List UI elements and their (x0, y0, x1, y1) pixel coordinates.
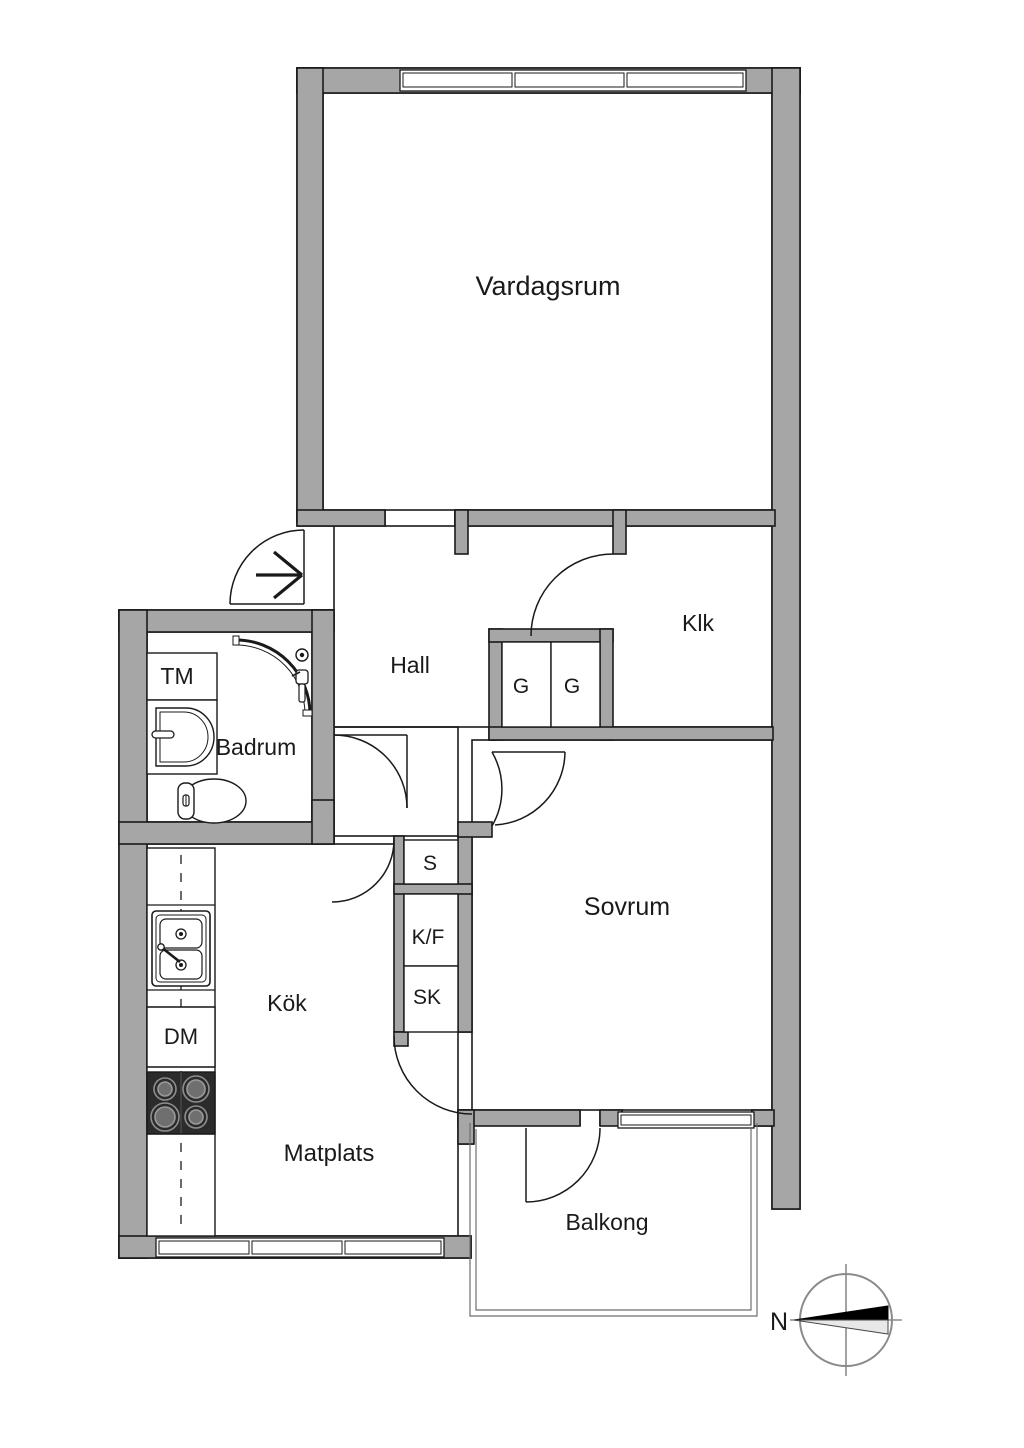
door-kitchen-bedroom (393, 1035, 473, 1115)
label-cleaning-cabinet: SK (413, 986, 441, 1009)
room-label-vardagsrum: Vardagsrum (475, 271, 620, 301)
door-entrance-arc (229, 529, 305, 605)
arrow-head-lower (272, 573, 304, 600)
label-washing-machine: TM (160, 663, 193, 689)
door-bedroom-arc (491, 751, 503, 827)
sink-drain-top-center (179, 932, 183, 936)
room-label-sovrum: Sovrum (584, 893, 670, 921)
stove-burners (150, 1075, 210, 1132)
label-wardrobe-1: G (513, 675, 529, 698)
burner-bottom-right-inner (188, 1109, 204, 1125)
door-kitchen-bedroom-arc (393, 1035, 473, 1115)
door-balcony-arc (525, 1127, 601, 1203)
fridge-freezer-box (403, 893, 459, 967)
sink-drain-bottom-center (179, 963, 183, 967)
door-balcony (525, 1127, 601, 1203)
cleaning-cabinet-box (403, 965, 459, 1033)
floor-hall-lower (334, 740, 458, 836)
window-kitchen (155, 1237, 445, 1258)
window-livingroom-pane-2 (514, 72, 625, 88)
sink-faucet-base (157, 943, 165, 951)
shower-rail-top (232, 635, 240, 646)
floor-areas-group (147, 93, 772, 1312)
door-bedroom (491, 751, 566, 827)
window-bedroom (617, 1111, 755, 1129)
window-livingroom-pane-3 (626, 72, 744, 88)
window-bedroom-pane (620, 1114, 752, 1126)
shower-head-center (299, 652, 305, 658)
shower-mixer-spout (298, 683, 306, 703)
room-label-balkong: Balkong (565, 1209, 648, 1235)
door-klk (530, 553, 614, 637)
window-kitchen-pane-3 (344, 1240, 442, 1255)
washbasin-bowl (155, 707, 215, 767)
burner-bottom-right (184, 1105, 208, 1129)
closet-g-right (550, 641, 601, 728)
label-fridge-freezer: K/F (412, 926, 445, 949)
closet-subdivisions (403, 641, 601, 1033)
floor-klk (613, 554, 772, 727)
shower-mixer (295, 669, 309, 685)
burner-bottom-left-inner (154, 1106, 176, 1128)
balcony-railing-outer (469, 1123, 758, 1317)
burner-top-right (182, 1075, 210, 1103)
shower-mixer-handle (291, 671, 301, 677)
window-livingroom-pane-1 (402, 72, 513, 88)
room-label-hall: Hall (390, 652, 430, 678)
room-label-klk: Klk (682, 610, 714, 636)
door-klk-arc (530, 553, 614, 637)
door-kitchen (331, 839, 395, 903)
room-label-matplats: Matplats (284, 1140, 375, 1167)
washbasin-bowl-inner (159, 711, 209, 763)
fixture-labels-group: TM G G S K/F SK DM (160, 663, 580, 1049)
door-bathroom (333, 734, 408, 809)
pantry-s-box (403, 839, 459, 885)
compass-label-north: N (770, 1308, 788, 1336)
door-bathroom-arc (333, 734, 408, 809)
label-wardrobe-2: G (564, 675, 580, 698)
washing-machine (146, 652, 218, 701)
door-kitchen-arc (331, 839, 395, 903)
room-label-kok: Kök (267, 990, 307, 1016)
balcony-railing-inner (475, 1129, 752, 1311)
compass-needle-dark (793, 1305, 889, 1321)
arrow-head-upper (272, 550, 304, 577)
doors-group (229, 529, 614, 1203)
compass-needle-light (793, 1319, 889, 1335)
room-label-badrum: Badrum (216, 734, 297, 760)
floor-vardagsrum (323, 93, 772, 510)
burner-bottom-left (150, 1102, 180, 1132)
burner-top-left (153, 1077, 177, 1101)
window-livingroom (399, 69, 747, 92)
floor-balkong (474, 1126, 752, 1312)
door-entrance (229, 529, 305, 605)
shower-screen (235, 638, 312, 715)
door-bedroom-arc2 (494, 751, 566, 826)
shower-cabin (232, 635, 313, 717)
window-kitchen-pane-2 (251, 1240, 343, 1255)
entrance-direction-arrow (256, 550, 304, 600)
label-pantry: S (423, 852, 437, 875)
bathroom-fixtures (146, 635, 313, 824)
compass-rose: N (770, 1264, 902, 1376)
balcony-railing (469, 1123, 758, 1317)
label-dishwasher: DM (164, 1024, 198, 1049)
shower-rail-bottom (302, 709, 313, 717)
sink-faucet-arm (160, 945, 181, 964)
closet-g-left (501, 641, 552, 728)
washbasin-faucet (151, 730, 175, 739)
kitchen-fixtures (146, 847, 216, 1237)
burner-top-left-inner (157, 1081, 173, 1097)
window-kitchen-pane-1 (158, 1240, 250, 1255)
burner-top-right-inner (186, 1079, 206, 1099)
toilet (177, 778, 247, 824)
windows-group (155, 69, 755, 1258)
floor-sovrum (472, 740, 772, 1110)
room-labels-group: Vardagsrum Klk Hall Badrum Sovrum Kök Ma… (216, 271, 715, 1235)
